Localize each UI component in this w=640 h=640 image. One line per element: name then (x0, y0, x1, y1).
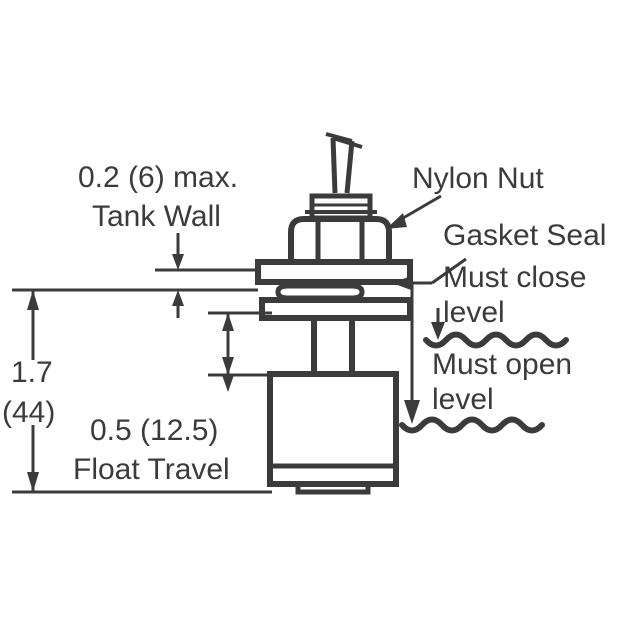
dim-overall-length (12, 290, 272, 494)
label-overall-dimension-mm: (44) (2, 396, 56, 429)
waterline-must-close (423, 331, 569, 349)
tank-wall-lines (12, 268, 258, 292)
label-must-close-level-line2: level (443, 296, 505, 329)
float-body (267, 371, 399, 487)
leader-nylon-nut (386, 194, 442, 229)
upper-flange (255, 259, 413, 285)
dim-tank-wall-thickness (172, 233, 184, 318)
float-travel-extension-lines (208, 311, 272, 377)
gasket-seal-ring (275, 283, 365, 301)
label-gasket-seal: Gasket Seal (443, 219, 607, 252)
label-tank-wall-dimension: 0.2 (6) max. (78, 161, 239, 194)
arrow-must-close-level (431, 308, 445, 340)
arrow-must-open-level (404, 284, 420, 424)
lead-wires-icon (325, 132, 363, 194)
label-must-open-level-line2: level (432, 383, 494, 416)
float-bottom-retainer (295, 481, 371, 495)
waterline-must-open (399, 416, 545, 434)
label-must-open-level-line1: Must open (432, 348, 573, 381)
label-overall-dimension-inches: 1.7 (11, 356, 53, 389)
wire-collar (305, 193, 377, 221)
label-tank-wall-name: Tank Wall (92, 200, 221, 233)
nylon-nut-body (288, 216, 392, 265)
label-must-close-level-line1: Must close (443, 261, 587, 294)
leader-gasket-seal (392, 257, 467, 290)
label-float-travel-dimension: 0.5 (12.5) (90, 414, 219, 447)
lower-flange (259, 297, 413, 321)
dim-float-travel (222, 313, 234, 392)
label-nylon-nut: Nylon Nut (412, 162, 544, 195)
float-stem (311, 318, 355, 374)
label-float-travel-name: Float Travel (73, 453, 230, 486)
